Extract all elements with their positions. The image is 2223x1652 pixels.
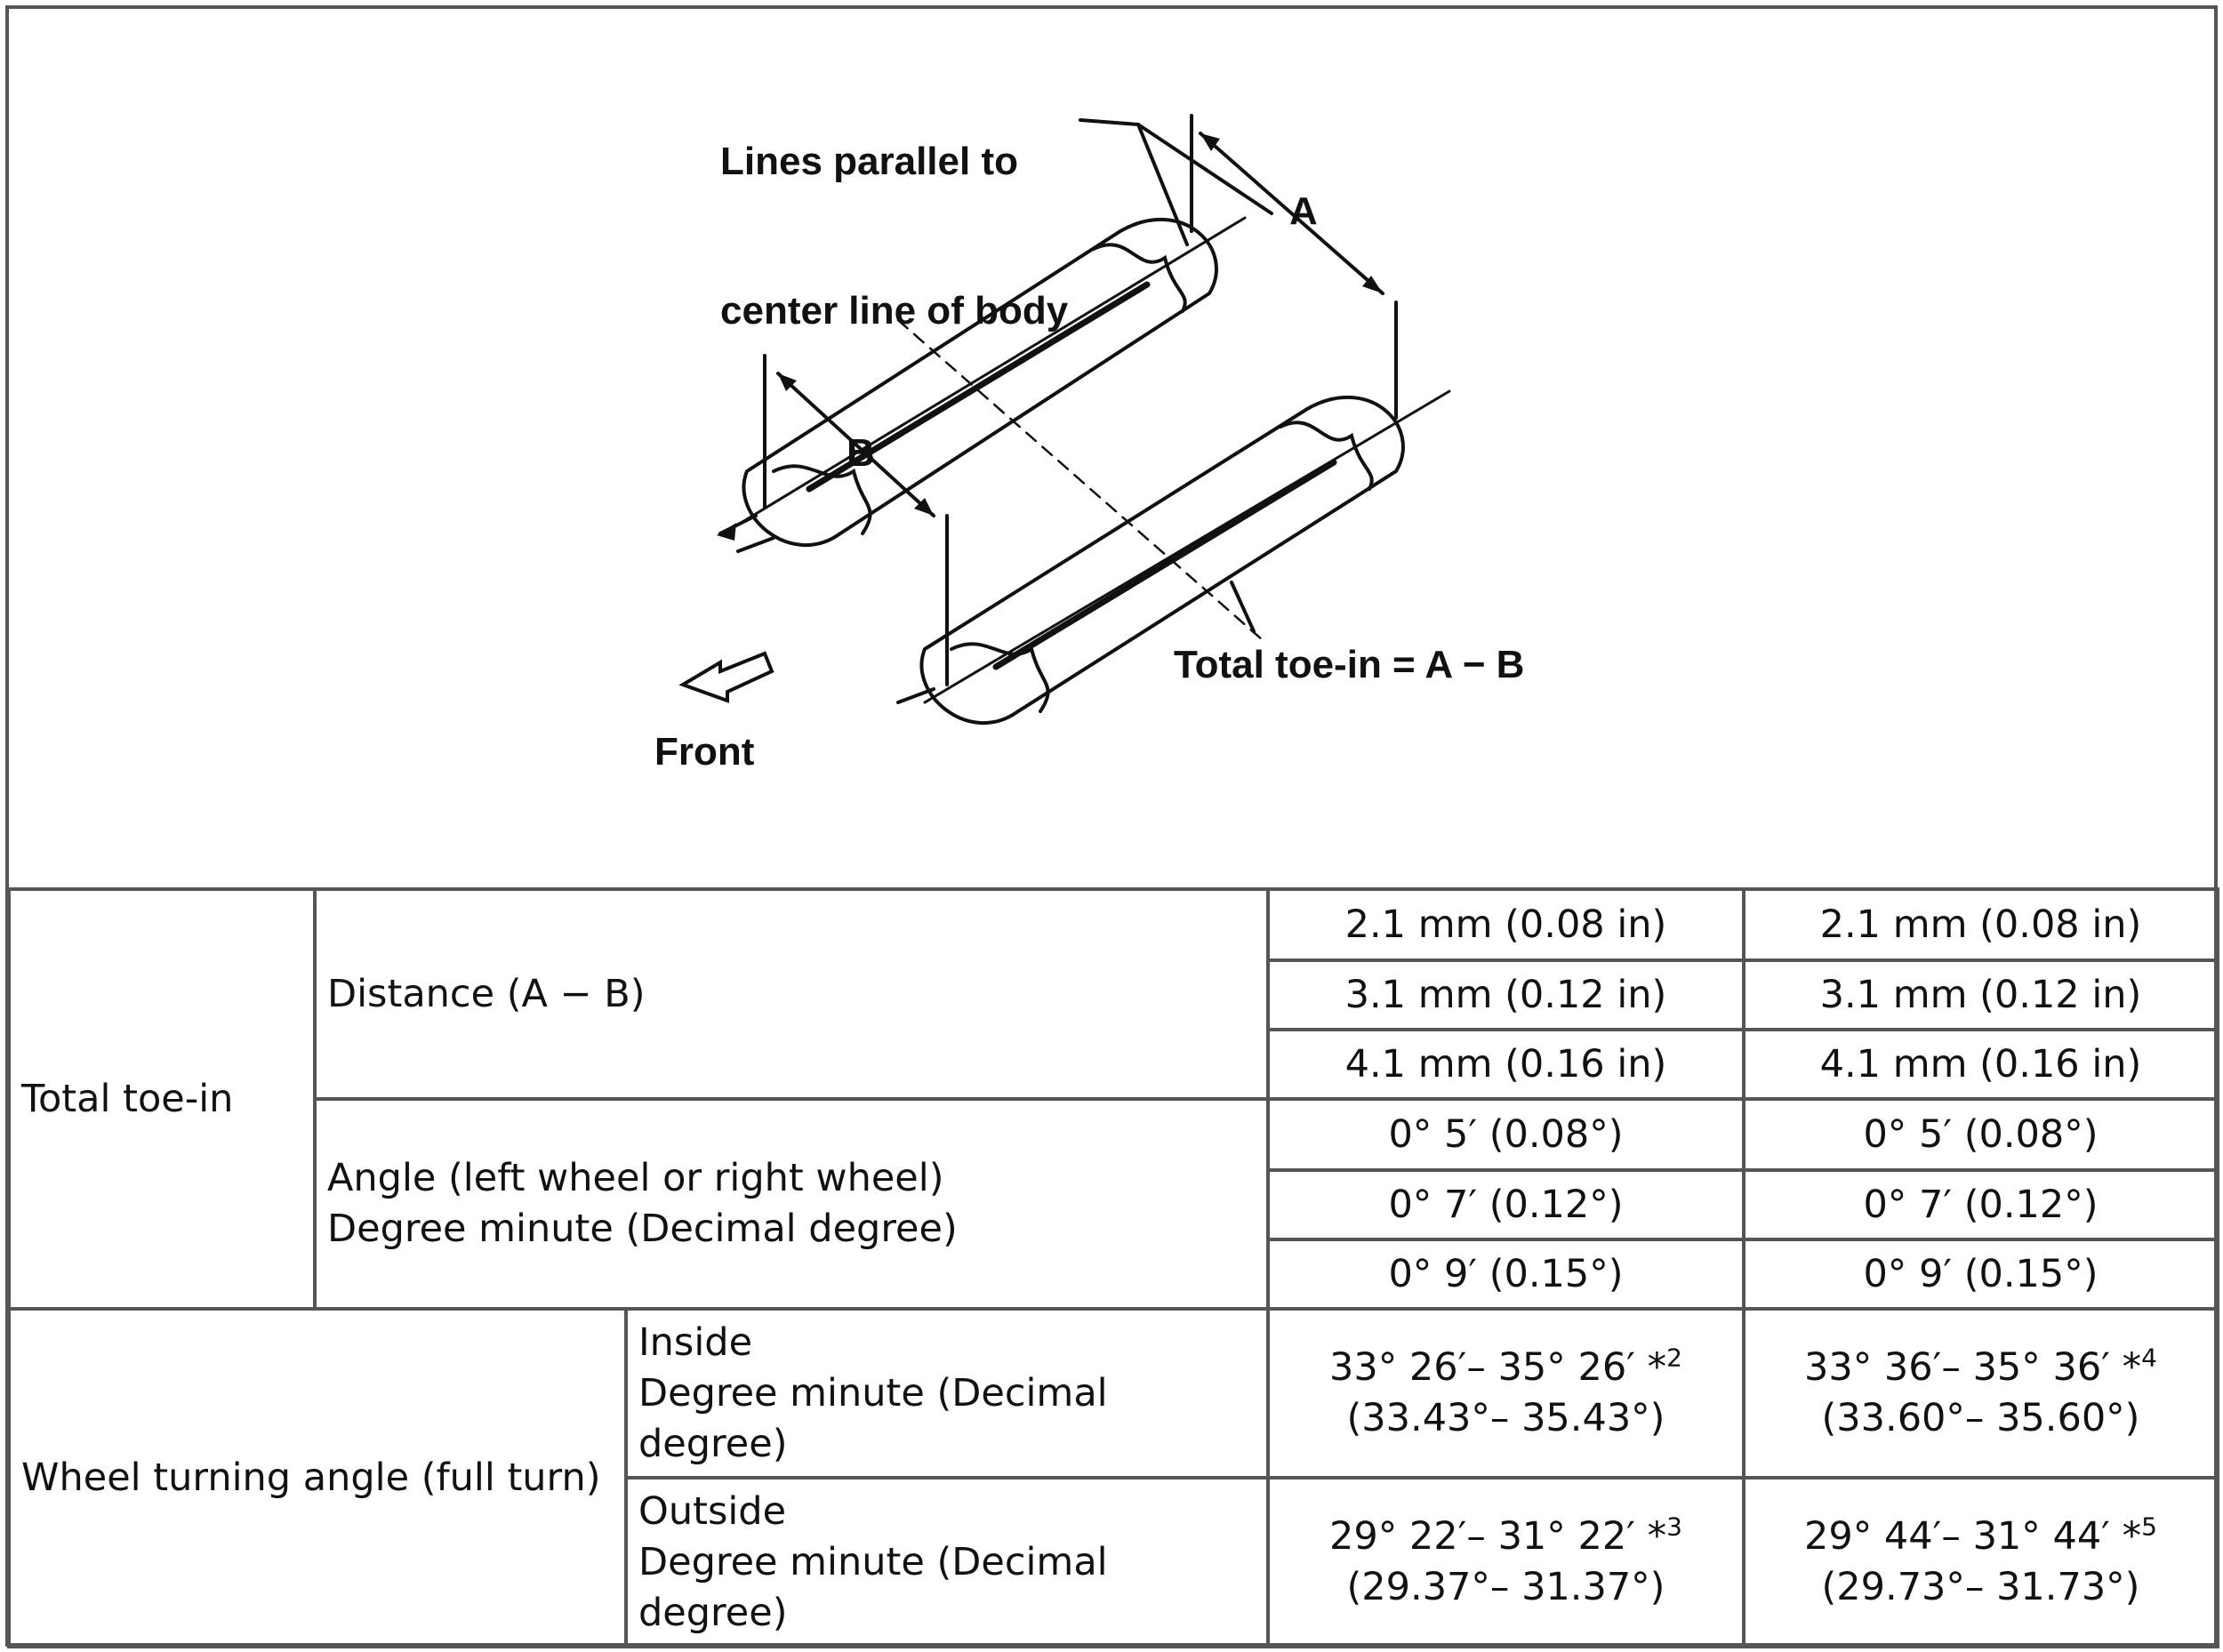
table-row: Outside Degree minute (Decimal degree) 2… (9, 1476, 2219, 1648)
angle-label: Angle (left wheel or right wheel) Degree… (313, 1097, 1270, 1311)
wheel-turning-header: Wheel turning angle (full turn) (7, 1307, 628, 1648)
angle-cell: 0° 7′ (0.12°) (1742, 1168, 2219, 1241)
outside-angle-cell: 29° 44′– 31° 44′ *5 (29.73°– 31.73°) (1742, 1476, 2219, 1648)
angle-cell: 0° 9′ (0.15°) (1266, 1238, 1745, 1311)
label-lines-parallel: Lines parallel to center line of body (720, 140, 1069, 333)
table-row: Wheel turning angle (full turn) Inside D… (7, 1307, 2219, 1648)
distance-cell: 2.1 mm (0.08 in) (1266, 887, 1745, 962)
total-toe-in-header: Total toe-in (7, 887, 317, 1311)
label-front: Front (654, 730, 755, 774)
distance-cell: 2.1 mm (0.08 in) (1742, 887, 2219, 962)
distance-cell: 4.1 mm (0.16 in) (1266, 1028, 1745, 1101)
angle-cell: 0° 5′ (0.08°) (1742, 1097, 2219, 1172)
distance-label: Distance (A − B) (313, 887, 1270, 1101)
distance-cell: 3.1 mm (0.12 in) (1266, 958, 1745, 1031)
distance-cell: 4.1 mm (0.16 in) (1742, 1028, 2219, 1101)
outside-label: Outside Degree minute (Decimal degree) (624, 1476, 1270, 1648)
outside-angle-cell: 29° 22′– 31° 22′ *3 (29.37°– 31.37°) (1266, 1476, 1745, 1648)
angle-cell: 0° 9′ (0.15°) (1742, 1238, 2219, 1311)
inside-angle-cell: 33° 36′– 35° 36′ *4 (33.60°– 35.60°) (1742, 1307, 2219, 1480)
front-arrow-icon (678, 651, 774, 703)
inside-angle-cell: 33° 26′– 35° 26′ *2 (33.43°– 35.43°) (1266, 1307, 1745, 1480)
table-row: 4.1 mm (0.16 in) 4.1 mm (0.16 in) (9, 1028, 2219, 1101)
inside-label: Inside Degree minute (Decimal degree) (624, 1307, 1270, 1480)
table-row: Total toe-in Distance (A − B) 2.1 mm (0.… (7, 887, 2219, 1311)
toe-in-diagram: Lines parallel to center line of body A … (9, 9, 2214, 887)
table-row: Angle (left wheel or right wheel) Degree… (9, 1097, 2219, 1311)
toe-in-spec-table: Total toe-in Distance (A − B) 2.1 mm (0.… (7, 887, 2219, 1648)
angle-cell: 0° 5′ (0.08°) (1266, 1097, 1745, 1172)
toe-in-illustration (678, 114, 1451, 725)
label-a: A (1289, 189, 1318, 233)
label-b: B (847, 431, 875, 475)
label-total-toe-in: Total toe-in = A − B (1174, 643, 1525, 686)
distance-cell: 3.1 mm (0.12 in) (1742, 958, 2219, 1031)
table-row: 0° 9′ (0.15°) 0° 9′ (0.15°) (9, 1238, 2219, 1311)
table-row: 3.1 mm (0.12 in) 3.1 mm (0.12 in) (9, 958, 2219, 1031)
angle-cell: 0° 7′ (0.12°) (1266, 1168, 1745, 1241)
table-row: 0° 7′ (0.12°) 0° 7′ (0.12°) (9, 1168, 2219, 1241)
